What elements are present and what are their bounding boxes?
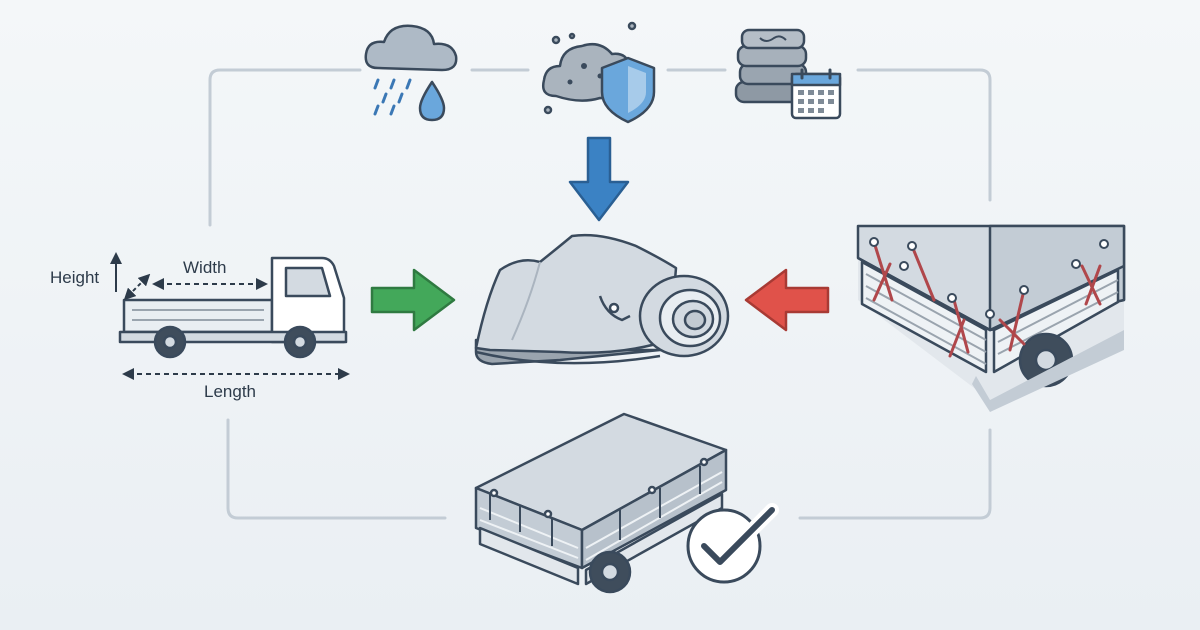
green-right-arrow-icon xyxy=(370,268,456,332)
length-label: Length xyxy=(204,382,256,401)
width-label: Width xyxy=(183,258,227,277)
height-label: Height xyxy=(50,268,100,287)
truck-with-dimensions xyxy=(118,256,348,359)
rain-cloud-icon xyxy=(364,24,458,122)
blue-down-arrow-icon xyxy=(568,136,630,222)
tarp-rope-ties xyxy=(872,240,1102,358)
covered-trailer xyxy=(474,412,728,594)
stacked-fabric-calendar-icon xyxy=(734,28,842,120)
connector-lines xyxy=(208,68,992,520)
dimension-markers xyxy=(110,252,350,380)
checkmark-icon xyxy=(686,503,779,584)
rolled-tarp xyxy=(474,233,730,366)
tarp-grommets xyxy=(869,237,1109,319)
tied-trailer-closeup xyxy=(856,224,1126,412)
red-left-arrow-icon xyxy=(744,268,830,332)
dust-shield-icon xyxy=(542,21,656,124)
